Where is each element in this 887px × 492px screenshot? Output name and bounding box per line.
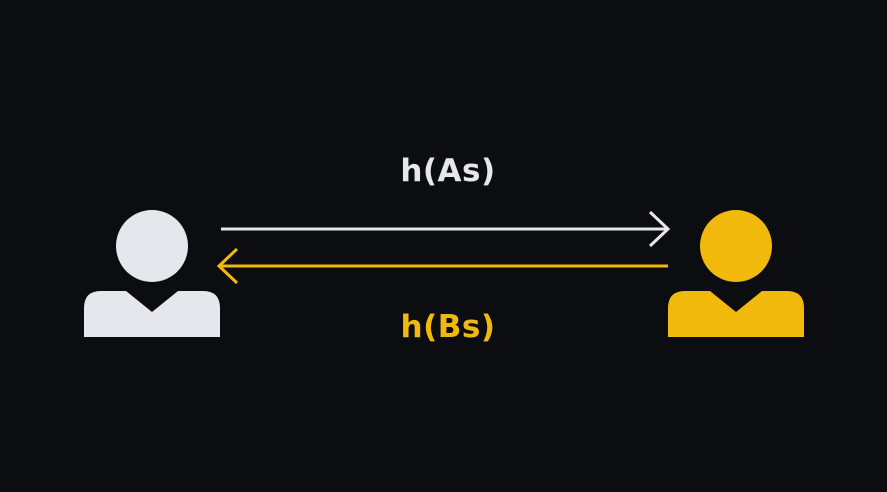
- person-a-user-icon: [84, 210, 220, 337]
- arrow-right-icon: [221, 210, 671, 248]
- message-b-to-a-label: h(Bs): [400, 309, 496, 345]
- arrow-left-icon: [216, 247, 668, 285]
- person-b-user-icon: [668, 210, 804, 337]
- message-a-to-b-label: h(As): [400, 153, 496, 189]
